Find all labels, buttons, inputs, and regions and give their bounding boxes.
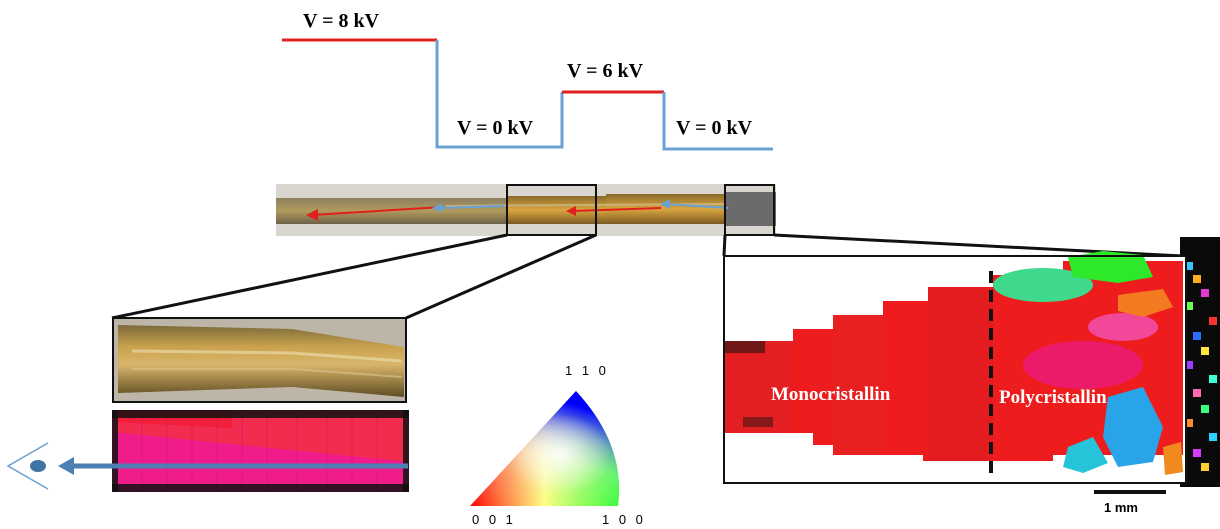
voltage-label-6kv: V = 6 kV xyxy=(567,60,644,82)
ipf-label-001: 0 0 1 xyxy=(472,512,516,527)
observation-arrow xyxy=(6,442,408,490)
grain-green xyxy=(993,268,1093,302)
zoomed-crystal-photo xyxy=(112,317,407,403)
grain-green-top xyxy=(1068,251,1153,283)
eye-icon xyxy=(6,442,49,490)
grain-orange-bottom xyxy=(1163,442,1183,475)
grain-blue xyxy=(1103,387,1163,467)
ipf-label-110: 1 1 0 xyxy=(565,363,609,378)
rod-red-arrow-mid xyxy=(571,207,662,212)
fine-grain-speckles xyxy=(1185,262,1217,471)
rod-blue-arrow-right xyxy=(665,203,729,209)
voltage-label-0kv-first: V = 0 kV xyxy=(457,117,534,139)
voltage-profile xyxy=(282,38,773,151)
voltage-label-8kv: V = 8 kV xyxy=(303,10,380,32)
polycristallin-label: Polycristallin xyxy=(999,387,1107,408)
ipf-label-100: 1 0 0 xyxy=(602,512,646,527)
voltage-drop-segment-2 xyxy=(662,92,773,151)
grain-orange xyxy=(1118,289,1173,317)
rod-zoom-box-right xyxy=(724,184,775,236)
voltage-drop-segment-1 xyxy=(435,40,564,149)
ipf-color-triangle xyxy=(470,391,620,506)
grain-magenta xyxy=(1023,341,1143,389)
grain-cyan xyxy=(1063,437,1108,473)
scale-bar xyxy=(1094,490,1166,494)
crystal-rod-photo xyxy=(276,184,776,236)
grain-pink xyxy=(1088,313,1158,341)
rod-red-arrow-left xyxy=(311,206,443,216)
ebsd-map-pink xyxy=(112,410,409,492)
monocristallin-label: Monocristallin xyxy=(771,384,891,405)
ebsd-map-large xyxy=(723,237,1220,487)
voltage-label-0kv-second: V = 0 kV xyxy=(676,117,753,139)
rod-zoom-box-middle xyxy=(506,184,597,236)
rod-blue-arrow-left xyxy=(437,205,505,209)
scale-bar-label: 1 mm xyxy=(1104,500,1138,515)
